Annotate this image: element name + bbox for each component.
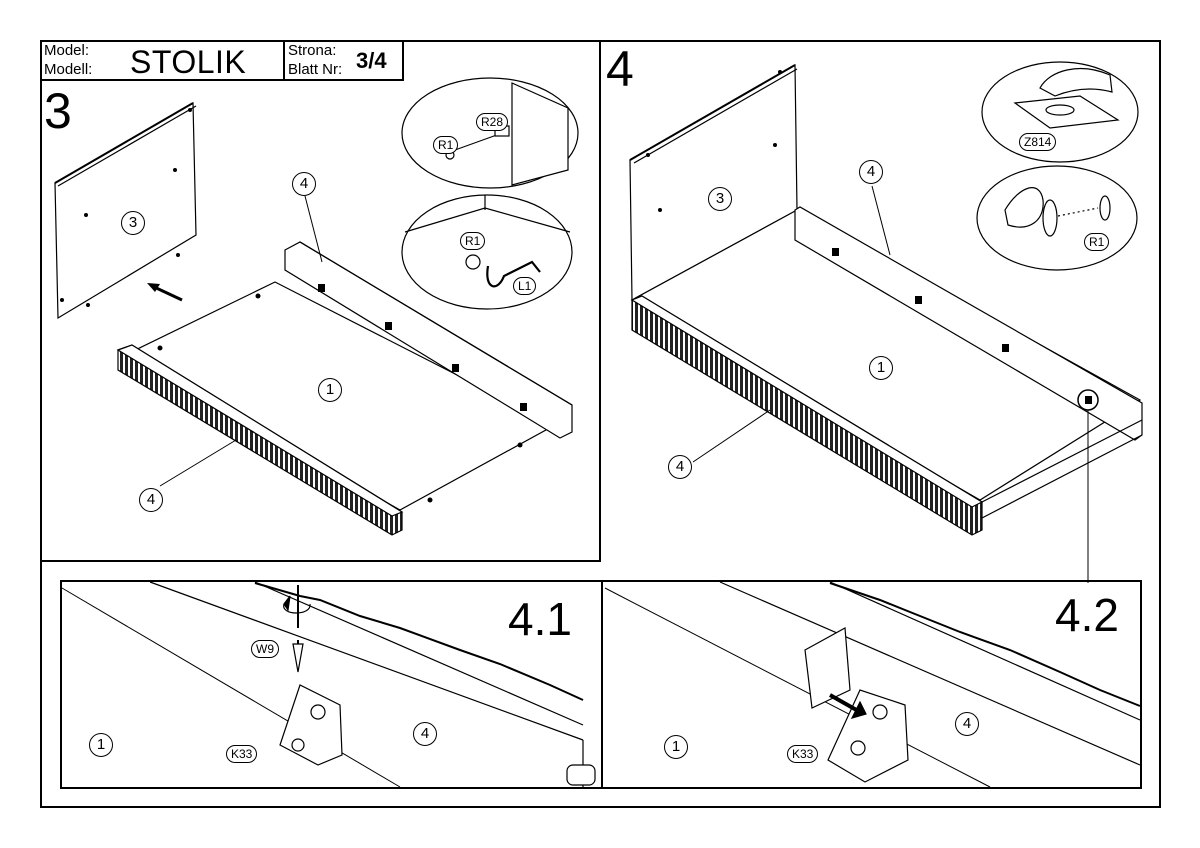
modell-label: Modell: — [44, 61, 93, 78]
panel-3-dowels — [60, 108, 192, 307]
page-label: Strona: — [288, 42, 337, 59]
title-divider — [283, 40, 285, 81]
model-label: Model: — [44, 42, 90, 59]
hw-r1-tag-b: R1 — [460, 232, 486, 250]
part-4-label-rear-s4: 4 — [859, 160, 883, 184]
detail-r28 — [401, 77, 579, 189]
part-1-label-s42: 1 — [664, 735, 688, 759]
step41-drawing — [61, 581, 596, 788]
part-4-label-rear: 4 — [292, 172, 316, 196]
hw-k33-tag-b: K33 — [787, 745, 819, 763]
page-label-de: Blatt Nr: — [288, 61, 343, 78]
part-4-label-front-s4: 4 — [668, 455, 692, 479]
part-1-label-s41: 1 — [89, 733, 113, 757]
part-4-label-s42: 4 — [955, 712, 979, 736]
step3-frame — [40, 40, 601, 562]
step4-drawing — [629, 63, 1143, 583]
step42-drawing — [604, 581, 1141, 788]
step42-frame — [601, 580, 1142, 789]
page-number: 3/4 — [356, 48, 387, 73]
hw-r1-tag-s4: R1 — [1084, 233, 1110, 251]
part-4-label-front: 4 — [139, 488, 163, 512]
bracket-k33-a — [279, 684, 343, 766]
hw-w9-tag: W9 — [251, 640, 279, 658]
part-3-label-s4: 3 — [708, 187, 732, 211]
part-1-label: 1 — [318, 378, 342, 402]
hw-l1-tag: L1 — [513, 277, 537, 295]
bracket-k33-b — [827, 689, 909, 783]
part-1-label-s4: 1 — [869, 356, 893, 380]
step-4-number: 4 — [606, 41, 634, 97]
title-block — [40, 40, 404, 81]
hw-r28-tag: R28 — [476, 113, 509, 131]
model-name: STOLIK — [130, 44, 247, 80]
step-42-number: 4.2 — [1055, 589, 1119, 641]
hw-r1-tag-a: R1 — [433, 136, 459, 154]
step-41-number: 4.1 — [508, 593, 572, 645]
part-3-label: 3 — [121, 211, 145, 235]
hw-k33-tag-a: K33 — [226, 745, 258, 763]
cover-cap — [804, 627, 851, 709]
step-3-number: 3 — [44, 83, 72, 139]
hw-z814-tag: Z814 — [1019, 133, 1057, 151]
part-4-label-s41: 4 — [413, 722, 437, 746]
